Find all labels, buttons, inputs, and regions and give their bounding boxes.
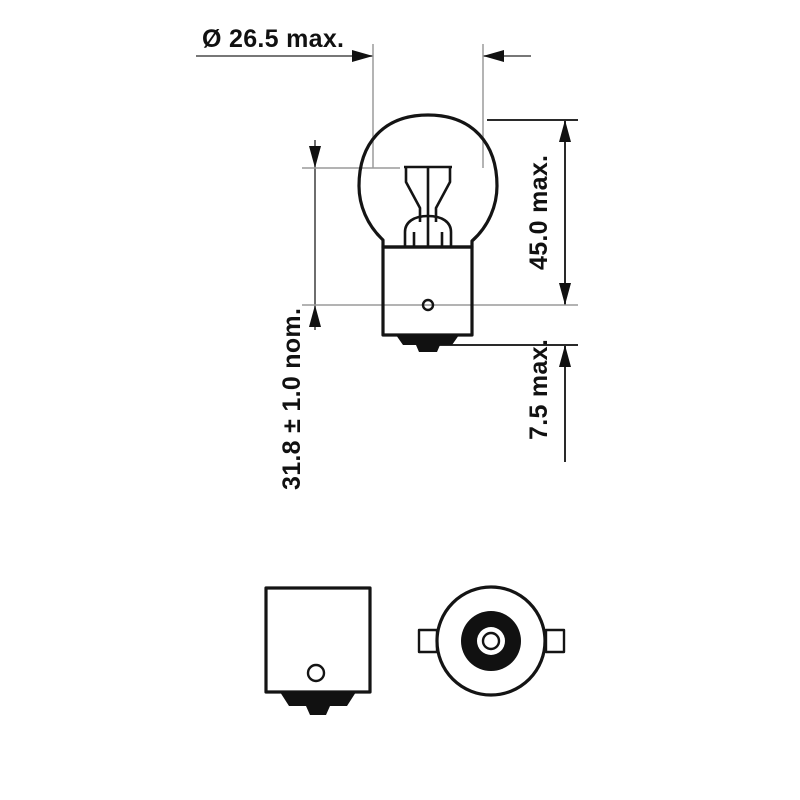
cap-height-dimension-group xyxy=(436,339,578,462)
light-centre-length-dimension-group xyxy=(302,140,437,330)
cap-body xyxy=(381,245,474,337)
cap-end-bayonet-pin-left xyxy=(417,628,439,654)
filament-support-right xyxy=(434,167,452,222)
filament-support-left xyxy=(404,167,422,222)
filament-press-dome xyxy=(403,214,453,247)
cap-end-outer-circle xyxy=(435,585,547,697)
overall-height-dimension-label: 45.0 max. xyxy=(525,155,553,270)
overall-height-dimension-group xyxy=(437,119,578,306)
bayonet-pin xyxy=(421,298,435,312)
cap-end-contact-ring-inner-gap xyxy=(477,627,505,655)
cap-end-view xyxy=(417,585,566,697)
cap-height-arrow-top xyxy=(559,345,571,367)
diameter-dimension-group xyxy=(196,44,531,168)
lcl-arrow-top xyxy=(309,146,321,168)
light-centre-length-dimension-label: 31.8 ± 1.0 nom. xyxy=(278,308,306,490)
contact-foot xyxy=(396,335,459,352)
cap-side-outline xyxy=(264,586,372,694)
bulb-envelope xyxy=(357,113,499,249)
overall-height-arrow-bottom xyxy=(559,283,571,305)
overall-height-arrow-top xyxy=(559,120,571,142)
filament-assembly xyxy=(403,165,453,247)
lcl-arrow-bottom xyxy=(309,305,321,327)
diameter-arrow-left xyxy=(352,50,373,62)
cap-side-contact-foot xyxy=(280,692,356,715)
diameter-arrow-right xyxy=(483,50,504,62)
cap-side-view xyxy=(264,586,372,715)
cap-height-dimension-label: 7.5 max. xyxy=(525,339,553,440)
cap-side-bayonet-pin xyxy=(306,663,326,683)
bulb-main-view xyxy=(357,113,499,352)
cap-end-bayonet-pin-right xyxy=(544,628,566,654)
cap-end-centre-contact xyxy=(481,631,501,651)
diameter-dimension-label: Ø 26.5 max. xyxy=(202,25,344,53)
